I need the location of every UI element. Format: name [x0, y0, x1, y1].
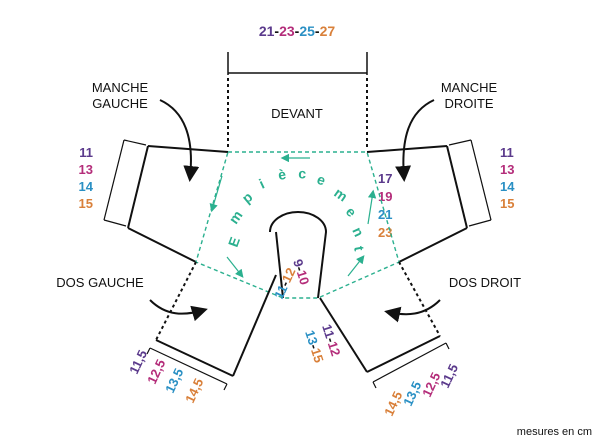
right-sleeve [366, 139, 492, 263]
svg-text:n: n [349, 225, 367, 240]
svg-text:13,5: 13,5 [162, 366, 186, 395]
left-sleeve-sizes: 11 13 14 15 [79, 145, 94, 211]
size-1: 21 [259, 23, 275, 39]
lower-right-pair: 11-12 13-15 [302, 322, 343, 364]
dos-gauche-piece [146, 261, 277, 391]
bottom-right-sizes: 14,5 13,5 12,5 11,5 [381, 362, 461, 419]
footer-note: mesures en cm [516, 426, 592, 438]
svg-text:23: 23 [378, 225, 392, 240]
svg-text:21-23-25-27: 21-23-25-27 [259, 23, 336, 39]
svg-text:11,5: 11,5 [126, 348, 150, 377]
svg-text:p: p [239, 189, 256, 207]
svg-text:E: E [225, 235, 243, 249]
svg-text:15: 15 [500, 196, 514, 211]
arrow-icon [384, 299, 441, 323]
size-4: 27 [320, 23, 336, 39]
svg-text:e: e [315, 171, 328, 189]
dos-droit-piece [319, 261, 450, 389]
svg-text:15: 15 [79, 196, 93, 211]
svg-text:DROITE: DROITE [444, 96, 493, 111]
label-dos-gauche: DOS GAUCHE [56, 275, 208, 322]
size-2: 23 [279, 23, 295, 39]
center-right-pair: 9-10 [290, 257, 312, 286]
svg-text:e: e [343, 204, 360, 220]
bottom-left-sizes: 11,5 12,5 13,5 14,5 [126, 348, 206, 406]
svg-text:11,5: 11,5 [437, 362, 461, 391]
arrow-icon [149, 299, 208, 322]
label-manche-droite: MANCHE DROITE [395, 80, 498, 182]
center-left-pair: 11-12 [271, 265, 298, 301]
svg-text:14,5: 14,5 [182, 376, 206, 405]
right-sleeve-sizes: 11 13 14 15 [500, 145, 515, 211]
label-dos-droit: DOS DROIT [384, 275, 521, 323]
left-sleeve [103, 139, 229, 263]
label-manche-gauche: MANCHE GAUCHE [92, 80, 200, 182]
svg-text:14: 14 [79, 179, 94, 194]
svg-text:11: 11 [500, 145, 514, 160]
svg-text:t: t [351, 245, 368, 253]
svg-text:MANCHE: MANCHE [441, 80, 498, 95]
top-dimension: 21-23-25-27 [227, 23, 368, 75]
svg-text:13-15: 13-15 [302, 328, 327, 364]
svg-text:9-10: 9-10 [290, 257, 312, 286]
yoke-label: E m p i è c e m e n t [225, 165, 368, 252]
devant-piece: DEVANT [227, 78, 368, 150]
svg-text:DOS GAUCHE: DOS GAUCHE [56, 275, 144, 290]
svg-text:11-12: 11-12 [271, 265, 298, 301]
svg-text:è: è [277, 166, 288, 183]
size-3: 25 [299, 23, 315, 39]
svg-text:13: 13 [500, 162, 514, 177]
svg-text:m: m [225, 207, 245, 226]
arrow-icon [159, 99, 200, 182]
svg-text:DOS DROIT: DOS DROIT [449, 275, 521, 290]
svg-text:MANCHE: MANCHE [92, 80, 149, 95]
svg-text:GAUCHE: GAUCHE [92, 96, 148, 111]
label-devant: DEVANT [271, 106, 323, 121]
arrow-icon [395, 99, 435, 182]
svg-text:17: 17 [378, 171, 392, 186]
svg-text:c: c [298, 165, 307, 182]
svg-text:11: 11 [79, 145, 93, 160]
svg-text:13: 13 [79, 162, 93, 177]
svg-text:i: i [257, 176, 267, 192]
svg-text:11-12: 11-12 [319, 322, 343, 358]
svg-text:m: m [331, 184, 350, 204]
svg-text:14: 14 [500, 179, 515, 194]
